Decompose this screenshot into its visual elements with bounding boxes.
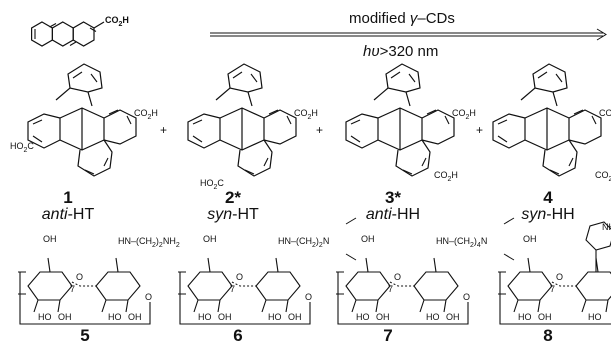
product-2-name: syn-HT: [207, 206, 259, 223]
svg-text:HO: HO: [588, 312, 602, 322]
cyclodextrin-8: OH NH O 7 HO OH HO: [498, 221, 611, 325]
reagent-post: –CDs: [417, 10, 455, 27]
product-4: CO2 CO2: [492, 63, 611, 183]
svg-text:OH: OH: [446, 312, 460, 322]
cd-6-number: 6: [233, 326, 242, 345]
product-2: CO2H HO2C: [187, 63, 318, 191]
svg-text:OH: OH: [218, 312, 232, 322]
reaction-arrow: modified γ–CDs hυ>320 nm: [210, 10, 607, 60]
svg-text:O: O: [305, 292, 312, 302]
svg-text:OH: OH: [58, 312, 72, 322]
product-4-number: 4: [543, 188, 553, 207]
product-1-number: 1: [63, 188, 72, 207]
cyclodextrin-6: OH HN–(CH2)2N O 7 HO OH HO OH O: [178, 217, 357, 325]
reagent-label: modified γ–CDs: [349, 10, 455, 27]
cd-5-number: 5: [80, 326, 89, 345]
svg-text:HN–(CH2)2N: HN–(CH2)2N: [278, 236, 329, 249]
svg-text:OH: OH: [538, 312, 552, 322]
reagent-gamma: γ: [410, 10, 419, 27]
svg-text:7: 7: [550, 284, 555, 294]
product-3-name: anti-HH: [366, 206, 420, 223]
svg-text:OH: OH: [43, 234, 57, 244]
svg-text:7: 7: [230, 284, 235, 294]
svg-text:OH: OH: [361, 234, 375, 244]
sm-2: 2: [119, 21, 123, 28]
svg-text:OH: OH: [203, 234, 217, 244]
reagent-pre: modified: [349, 10, 410, 27]
svg-text:HN–(CH2)2NH2: HN–(CH2)2NH2: [118, 236, 180, 249]
svg-text:CO2H: CO2H: [105, 15, 129, 28]
product-3-number: 3*: [385, 188, 401, 207]
sm-h: H: [122, 15, 129, 25]
svg-text:O: O: [394, 272, 401, 282]
product-3: CO2H CO2H: [345, 63, 476, 183]
svg-text:HO: HO: [108, 312, 122, 322]
svg-text:HO2C: HO2C: [200, 178, 224, 191]
cyclodextrin-labels: 5 6 7 8: [80, 326, 552, 345]
svg-text:HO: HO: [518, 312, 532, 322]
svg-text:O: O: [556, 272, 563, 282]
plus-2: +: [316, 123, 323, 137]
svg-text:OH: OH: [288, 312, 302, 322]
svg-text:OH: OH: [523, 234, 537, 244]
product-2-number: 2*: [225, 188, 241, 207]
svg-text:CO2H: CO2H: [434, 170, 458, 183]
plus-1: +: [160, 123, 167, 137]
svg-text:CO2H: CO2H: [134, 108, 158, 121]
cyclodextrin-5: OH HN–(CH2)2NH2 O 7 HO OH HO OH O: [18, 234, 180, 325]
svg-text:NH: NH: [602, 222, 611, 232]
product-1-name: anti-HT: [42, 206, 95, 223]
svg-text:O: O: [463, 292, 470, 302]
svg-text:OH: OH: [128, 312, 142, 322]
product-labels: 1 anti-HT 2* syn-HT 3* anti-HH 4 syn-HH: [42, 188, 575, 223]
svg-text:OH: OH: [376, 312, 390, 322]
anthracene-carboxylic-acid: CO2H: [31, 15, 129, 47]
svg-text:HN–(CH2)4N: HN–(CH2)4N: [436, 236, 487, 249]
svg-text:O: O: [145, 292, 152, 302]
condition-h: h: [363, 43, 371, 60]
svg-text:HO: HO: [426, 312, 440, 322]
svg-text:O: O: [236, 272, 243, 282]
svg-text:HO: HO: [38, 312, 52, 322]
svg-text:CO2: CO2: [599, 108, 611, 121]
svg-text:HO: HO: [198, 312, 212, 322]
svg-text:O: O: [76, 272, 83, 282]
cd-8-number: 8: [543, 326, 552, 345]
condition-label: hυ>320 nm: [363, 43, 438, 60]
svg-text:7: 7: [388, 284, 393, 294]
plus-3: +: [476, 123, 483, 137]
svg-text:HO2C: HO2C: [10, 141, 34, 154]
svg-text:CO2H: CO2H: [294, 108, 318, 121]
svg-text:CO2: CO2: [595, 170, 611, 183]
product-1: CO2H HO2C: [10, 63, 158, 177]
product-4-name: syn-HH: [521, 206, 574, 223]
sm-co: CO: [105, 15, 119, 25]
svg-text:HO: HO: [356, 312, 370, 322]
condition-post: >320 nm: [380, 43, 439, 60]
cyclodextrin-7: OH HN–(CH2)4N O 7 HO OH HO OH O: [336, 217, 515, 325]
condition-nu: υ: [371, 43, 379, 60]
svg-text:HO: HO: [268, 312, 282, 322]
cd-7-number: 7: [383, 326, 392, 345]
svg-text:7: 7: [70, 284, 75, 294]
svg-text:CO2H: CO2H: [452, 108, 476, 121]
